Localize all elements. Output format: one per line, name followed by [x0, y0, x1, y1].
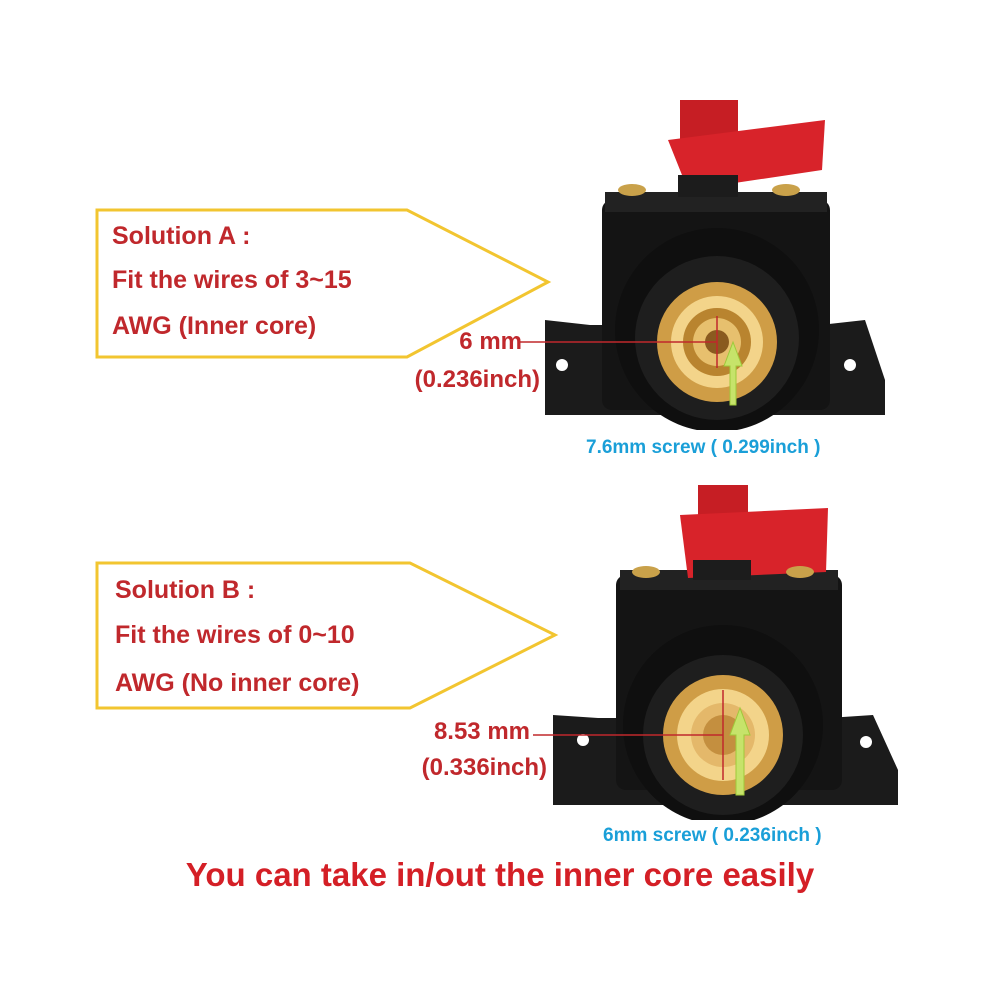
- solution-a-line1: Fit the wires of 3~15: [112, 266, 352, 294]
- solution-a-screw-label: 7.6mm screw ( 0.299inch ): [586, 437, 821, 458]
- solution-a-panel: Solution A : Fit the wires of 3~15 AWG (…: [0, 0, 1000, 480]
- solution-a-title: Solution A :: [112, 222, 251, 250]
- circuit-breaker-b-image: [533, 485, 898, 820]
- solution-b-line2: AWG (No inner core): [115, 669, 360, 697]
- solution-a-dimension-mm: 6 mm: [459, 328, 522, 355]
- solution-b-panel: Solution B : Fit the wires of 0~10 AWG (…: [0, 480, 1000, 880]
- solution-b-dimension-inch: (0.336inch): [421, 754, 547, 781]
- footer-note: You can take in/out the inner core easil…: [185, 856, 815, 893]
- solution-b-callout-shape: [95, 561, 559, 710]
- circuit-breaker-a-image: [520, 100, 885, 430]
- solution-b-dimension-mm: 8.53 mm: [433, 718, 530, 745]
- solution-a-dimension-inch: (0.236inch): [414, 366, 540, 393]
- solution-b-screw-label: 6mm screw ( 0.236inch ): [603, 825, 822, 846]
- solution-a-line2: AWG (Inner core): [112, 312, 317, 340]
- solution-a-callout-shape: [95, 208, 552, 359]
- solution-b-title: Solution B :: [115, 576, 256, 604]
- solution-b-line1: Fit the wires of 0~10: [115, 621, 355, 649]
